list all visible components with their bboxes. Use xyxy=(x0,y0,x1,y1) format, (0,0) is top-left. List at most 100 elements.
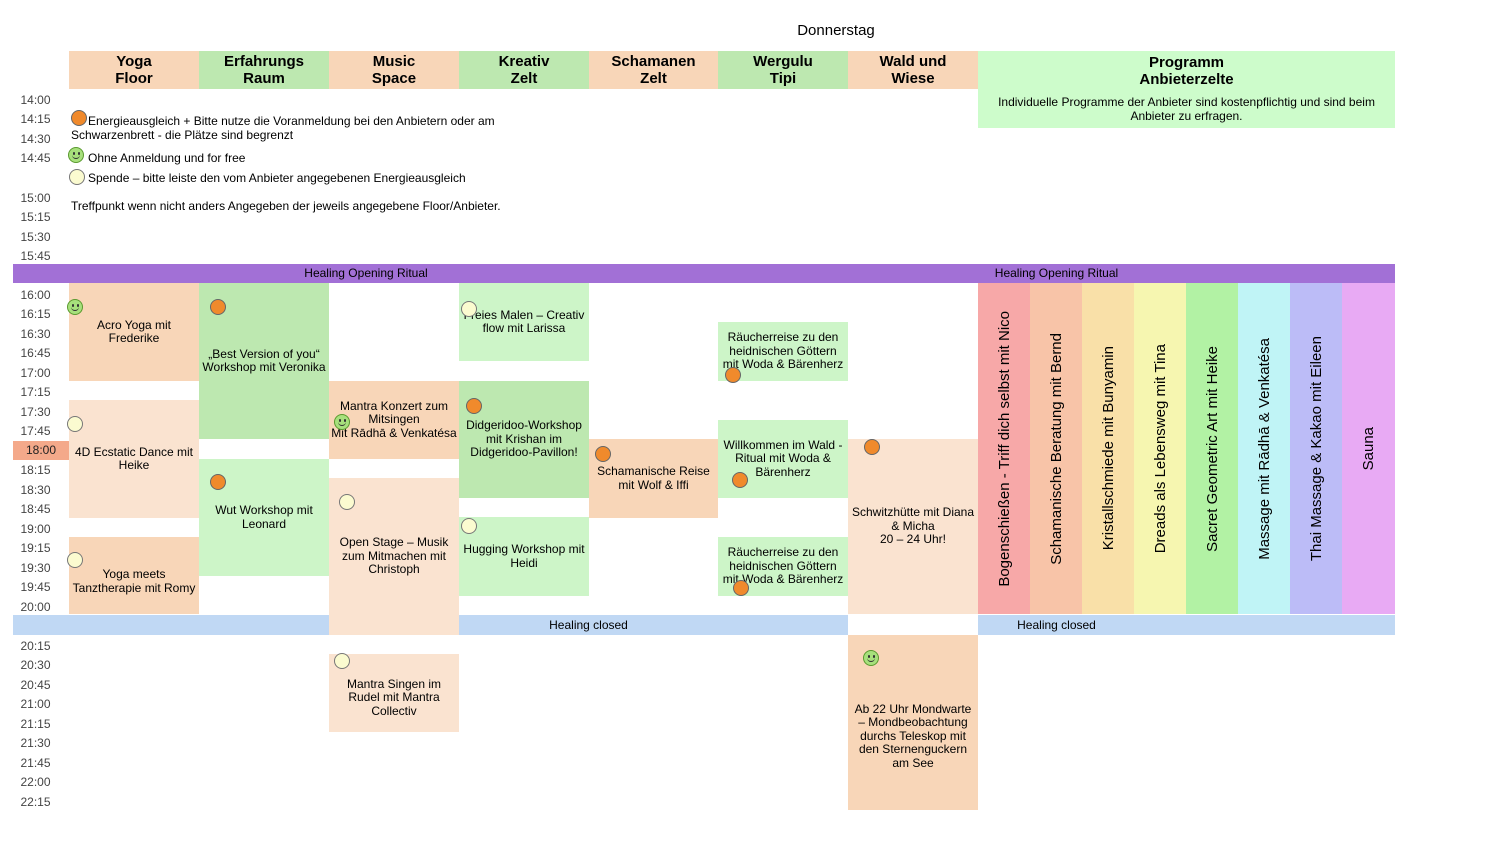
paid-dot-icon xyxy=(595,446,611,462)
time-label: 19:15 xyxy=(20,541,51,555)
program-box: Programm Anbieterzelte Individuelle Prog… xyxy=(978,51,1395,128)
time-label: 20:00 xyxy=(20,600,51,614)
column-label: Kreativ Zelt xyxy=(498,53,550,87)
time-label-highlighted: 18:00 xyxy=(13,441,69,460)
column-header-erfahrungs-raum: Erfahrungs Raum xyxy=(199,51,329,89)
column-header-music-space: Music Space xyxy=(329,51,459,89)
time-label: 18:15 xyxy=(20,463,51,477)
vendor-label: Dreads als Lebensweg mit Tina xyxy=(1151,343,1169,554)
donation-dot-icon xyxy=(334,653,350,669)
time-label: 18:30 xyxy=(20,483,51,497)
time-label: 19:45 xyxy=(20,580,51,594)
vendor-column[interactable]: Schamanische Beratung mit Bernd xyxy=(1030,283,1082,614)
time-label: 16:15 xyxy=(20,307,51,321)
opening-ritual-band xyxy=(13,264,1395,283)
event-acro-yoga[interactable]: Acro Yoga mit Frederike xyxy=(69,283,199,381)
time-label: 14:15 xyxy=(20,112,51,126)
time-label: 15:15 xyxy=(20,210,51,224)
event-label: Didgeridoo-Workshop mit Krishan im Didge… xyxy=(466,418,582,460)
event-label: Freies Malen – Creativ flow mit Larissa xyxy=(463,307,585,335)
time-label: 17:15 xyxy=(20,385,51,399)
program-description: Individuelle Programme der Anbieter sind… xyxy=(998,95,1375,123)
healing-closed-label-left: Healing closed xyxy=(549,618,628,632)
time-label: 20:30 xyxy=(20,658,51,672)
event-label: Hugging Workshop mit Heidi xyxy=(463,542,585,570)
event-label: Yoga meets Tanztherapie mit Romy xyxy=(72,567,196,595)
column-header-schamanen-zelt: Schamanen Zelt xyxy=(589,51,718,89)
time-label: 17:30 xyxy=(20,405,51,419)
time-label: 19:30 xyxy=(20,561,51,575)
vendor-column[interactable]: Sauna xyxy=(1342,283,1395,614)
paid-dot-icon xyxy=(210,299,226,315)
event-label: Acro Yoga mit Frederike xyxy=(96,317,172,345)
column-header-wergulu-tipi: Wergulu Tipi xyxy=(718,51,848,89)
closed-band-left xyxy=(13,615,329,635)
event-yoga-tanz[interactable]: Yoga meets Tanztherapie mit Romy xyxy=(69,537,199,614)
time-label: 15:00 xyxy=(20,191,51,205)
event-label: Open Stage – Musik zum Mitmachen mit Chr… xyxy=(339,535,449,577)
vendor-column[interactable]: Thai Massage & Kakao mit Eileen xyxy=(1290,283,1342,614)
event-label: Schwitzhütte mit Diana & Micha 20 – 24 U… xyxy=(851,505,975,547)
vendor-label: Kristallschmiede mit Bunyamin xyxy=(1099,346,1117,551)
time-label: 14:00 xyxy=(20,93,51,107)
event-label: Räucherreise zu den heidnischen Göttern … xyxy=(722,330,844,372)
time-label: 21:15 xyxy=(20,717,51,731)
vendor-column[interactable]: Massage mit Rādhā & Venkatésa xyxy=(1238,283,1290,614)
vendor-column[interactable]: Bogenschießen - Triff dich selbst mit Ni… xyxy=(978,283,1030,614)
vendor-column[interactable]: Sacret Geometric Art mit Heike xyxy=(1186,283,1238,614)
event-didgeridoo[interactable]: Didgeridoo-Workshop mit Krishan im Didge… xyxy=(459,381,589,498)
program-title: Programm Anbieterzelte xyxy=(1139,54,1234,88)
event-mantra-konzert[interactable]: Mantra Konzert zum Mitsingen Mit Rādhā &… xyxy=(329,381,459,459)
vendor-label: Massage mit Rādhā & Venkatésa xyxy=(1255,337,1273,560)
vendor-label: Schamanische Beratung mit Bernd xyxy=(1047,332,1065,565)
time-label: 20:15 xyxy=(20,639,51,653)
opening-ritual-label-right: Healing Opening Ritual xyxy=(994,266,1119,280)
donation-dot-icon xyxy=(461,301,477,317)
time-label: 17:45 xyxy=(20,424,51,438)
time-label: 22:00 xyxy=(20,775,51,789)
paid-dot-icon xyxy=(733,580,749,596)
donation-dot-icon xyxy=(67,552,83,568)
event-label: Wut Workshop mit Leonard xyxy=(215,503,313,531)
event-hugging[interactable]: Hugging Workshop mit Heidi xyxy=(459,517,589,596)
column-label: Schamanen Zelt xyxy=(611,53,696,87)
paid-dot-icon xyxy=(732,472,748,488)
time-label: 19:00 xyxy=(20,522,51,536)
closed-band-middle xyxy=(459,615,848,635)
legend-free: Ohne Anmeldung und for free xyxy=(88,151,246,165)
column-label: Wergulu Tipi xyxy=(753,53,813,87)
donation-dot-icon xyxy=(461,518,477,534)
event-mantra-singen[interactable]: Mantra Singen im Rudel mit Mantra Collec… xyxy=(329,654,459,732)
event-willkommen-wald[interactable]: Willkommen im Wald - Ritual mit Woda & B… xyxy=(718,420,848,498)
event-mondwarte[interactable]: Ab 22 Uhr Mondwarte – Mondbeobachtung du… xyxy=(848,635,978,810)
donation-dot-icon xyxy=(69,169,85,185)
event-ecstatic-dance[interactable]: 4D Ecstatic Dance mit Heike xyxy=(69,400,199,518)
legend-paid: Energieausgleich + Bitte nutze die Voran… xyxy=(71,114,495,142)
time-label: 14:30 xyxy=(20,132,51,146)
vendor-column[interactable]: Kristallschmiede mit Bunyamin xyxy=(1082,283,1134,614)
vendor-label: Sauna xyxy=(1360,426,1377,471)
healing-closed-label-right: Healing closed xyxy=(1017,618,1096,632)
column-label: Yoga Floor xyxy=(115,53,153,87)
event-schwitzhuette[interactable]: Schwitzhütte mit Diana & Micha 20 – 24 U… xyxy=(848,439,978,614)
column-label: Erfahrungs Raum xyxy=(223,53,304,87)
event-label: Mantra Singen im Rudel mit Mantra Collec… xyxy=(346,676,442,718)
column-label: Music Space xyxy=(371,53,417,87)
time-label: 15:30 xyxy=(20,230,51,244)
time-label: 16:00 xyxy=(20,288,51,302)
paid-dot-icon xyxy=(864,439,880,455)
paid-dot-icon xyxy=(725,367,741,383)
time-label: 15:45 xyxy=(20,249,51,263)
legend-donation: Spende – bitte leiste den vom Anbieter a… xyxy=(88,171,466,185)
event-label: 4D Ecstatic Dance mit Heike xyxy=(74,444,194,472)
smiley-icon xyxy=(334,414,350,430)
time-label: 21:30 xyxy=(20,736,51,750)
column-header-yoga-floor: Yoga Floor xyxy=(69,51,199,89)
legend-meeting: Treffpunkt wenn nicht anders Angegeben d… xyxy=(71,199,501,213)
closed-band-right xyxy=(978,615,1395,635)
donation-dot-icon xyxy=(339,494,355,510)
vendor-column[interactable]: Dreads als Lebensweg mit Tina xyxy=(1134,283,1186,614)
time-label: 14:45 xyxy=(20,151,51,165)
event-freies-malen[interactable]: Freies Malen – Creativ flow mit Larissa xyxy=(459,283,589,361)
page-title: Donnerstag xyxy=(797,22,875,39)
